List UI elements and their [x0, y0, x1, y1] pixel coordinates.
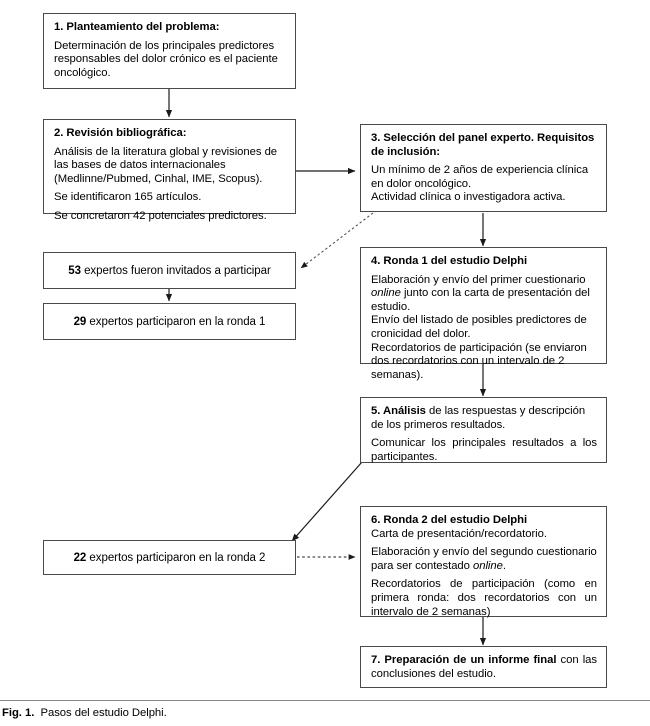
step-4-line-1-part-b: junto con la carta de presentación del e… — [371, 287, 590, 313]
step-4-heading: 4. Ronda 1 del estudio Delphi — [371, 255, 528, 267]
step-6-line-2-part-a: Elaboración y envío del segundo cuestion… — [371, 546, 597, 572]
step-4-line-1: Elaboración y envío del primer cuestiona… — [371, 274, 597, 315]
step-1-box[interactable]: 1. Planteamiento del problema: Determina… — [43, 13, 296, 89]
experts-round1-label: 29 expertos participaron en la ronda 1 — [74, 316, 266, 328]
step-6-line-2-part-b: . — [502, 559, 506, 572]
step-5-heading-rest: de las respuestas y descripción de los p… — [371, 405, 586, 431]
step-7-box[interactable]: 7. Preparación de un informe final con l… — [360, 646, 607, 688]
step-1-heading: 1. Planteamiento del problema: — [54, 21, 220, 33]
step-2-heading: 2. Revisión bibliográfica: — [54, 127, 187, 139]
experts-round1-box[interactable]: 29 expertos participaron en la ronda 1 — [43, 303, 296, 340]
step-7-heading-bold: 7. Preparación de un informe final — [371, 654, 557, 666]
figure-caption-body: Pasos del estudio Delphi. — [40, 707, 167, 719]
experts-invited-box[interactable]: 53 expertos fueron invitados a participa… — [43, 252, 296, 289]
step-3-line-1: Un mínimo de 2 años de experiencia clíni… — [371, 164, 589, 190]
step-3-box[interactable]: 3. Selección del panel experto. Requisit… — [360, 124, 607, 212]
step-5-heading: 5. Análisis de las respuestas y descripc… — [371, 405, 597, 432]
experts-invited-text: expertos fueron invitados a participar — [80, 264, 271, 277]
step-2-line-2: Se identificaron 165 artículos. — [54, 191, 202, 204]
experts-round1-count: 29 — [73, 315, 87, 328]
caption-divider — [0, 700, 650, 701]
experts-round2-text: expertos participaron en la ronda 2 — [86, 551, 266, 564]
step-7-heading-rest: con las conclusiones del estudio. — [371, 654, 597, 680]
step-6-box[interactable]: 6. Ronda 2 del estudio Delphi Carta de p… — [360, 506, 607, 618]
experts-round1-text: expertos participaron en la ronda 1 — [86, 315, 266, 328]
step-4-line-2: Envío del listado de posibles predictore… — [371, 314, 587, 340]
step-4-box[interactable]: 4. Ronda 1 del estudio Delphi Elaboració… — [360, 247, 607, 381]
step-3-line-2: Actividad clínica o investigadora activa… — [371, 191, 566, 204]
step-4-line-3: Recordatorios de participación (se envia… — [371, 341, 587, 381]
arrow-step5-to-experts-round2 — [291, 461, 363, 542]
figure-caption: Fig. 1. Pasos del estudio Delphi. — [2, 707, 167, 719]
step-5-heading-bold: 5. Análisis — [371, 405, 426, 417]
step-6-heading: 6. Ronda 2 del estudio Delphi — [371, 514, 528, 526]
experts-invited-count: 53 — [68, 264, 81, 277]
step-7-heading: 7. Preparación de un informe final con l… — [371, 654, 597, 681]
step-6-line-2: Elaboración y envío del segundo cuestion… — [371, 546, 597, 573]
step-5-line-2: Comunicar los principales resultados a l… — [371, 437, 597, 463]
step-5-box[interactable]: 5. Análisis de las respuestas y descripc… — [360, 397, 607, 463]
experts-round2-box[interactable]: 22 expertos participaron en la ronda 2 — [43, 540, 296, 575]
step-2-line-1: Análisis de la literatura global y revis… — [54, 145, 278, 185]
step-4-line-1-italic: online — [371, 287, 401, 300]
experts-invited-label: 53 expertos fueron invitados a participa… — [68, 265, 271, 277]
experts-round2-count: 22 — [73, 551, 87, 564]
step-6-line-1: Carta de presentación/recordatorio. — [371, 527, 547, 540]
step-3-heading: 3. Selección del panel experto. Requisit… — [371, 132, 595, 158]
figure-caption-label: Fig. 1. — [2, 707, 35, 719]
step-2-line-3: Se concretaron 42 potenciales predictore… — [54, 209, 267, 222]
step-2-box[interactable]: 2. Revisión bibliográfica: Análisis de l… — [43, 119, 296, 222]
step-4-line-1-part-a: Elaboración y envío del primer cuestiona… — [371, 273, 586, 286]
step-6-line-2-italic: online — [473, 559, 503, 572]
experts-round2-label: 22 expertos participaron en la ronda 2 — [74, 552, 266, 564]
step-1-body: Determinación de los principales predict… — [54, 39, 278, 79]
step-6-line-3: Recordatorios de participación (como en … — [371, 578, 597, 618]
